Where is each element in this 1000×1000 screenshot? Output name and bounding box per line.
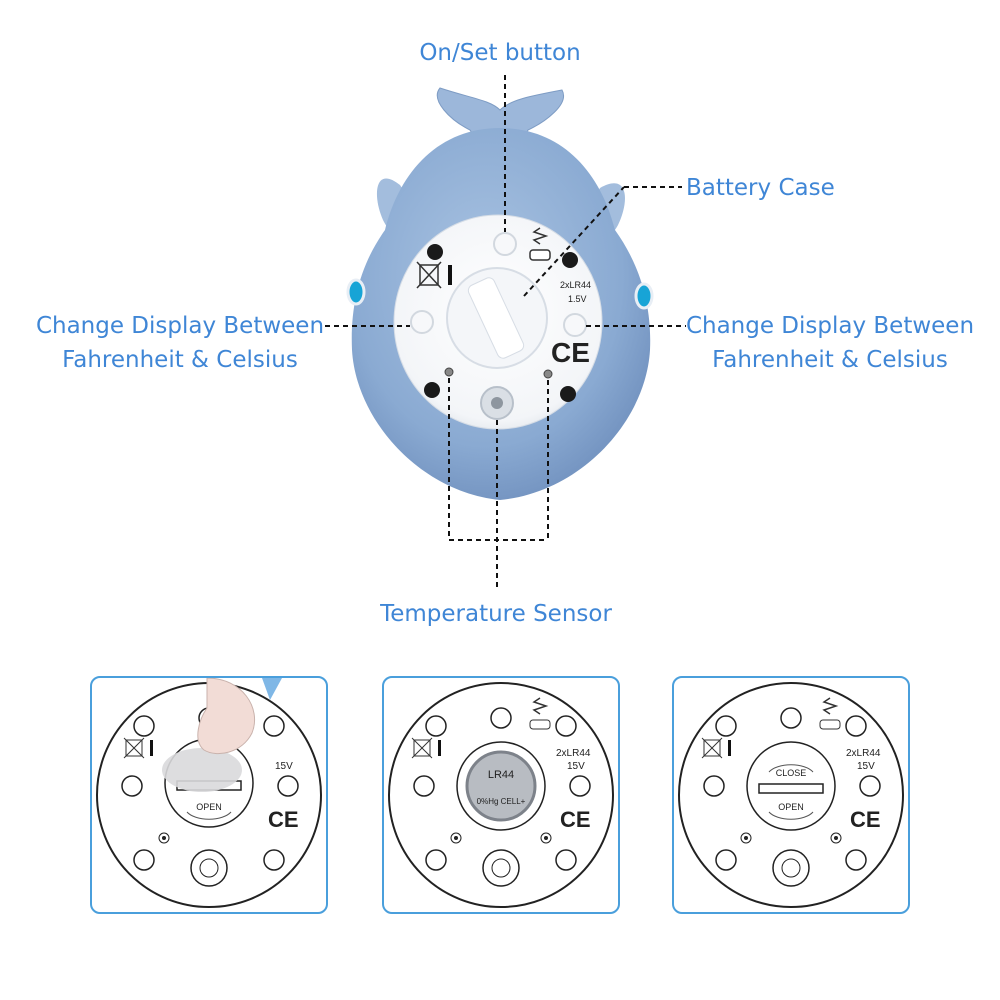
temperature-sensor-label: Temperature Sensor — [380, 601, 612, 627]
device-disposal-icon — [416, 261, 452, 289]
device-ce-mark: CE — [551, 337, 590, 368]
step-panel-remove-cover: OPEN 15V CE — [90, 676, 328, 914]
panel1-voltage: 15V — [275, 761, 293, 772]
left-eye — [346, 278, 366, 306]
panel3-close-label: CLOSE — [776, 768, 807, 778]
left-unit-button — [410, 310, 434, 334]
panel2-battery-label: LR44 — [488, 769, 514, 781]
panel1-ce-mark: CE — [268, 807, 299, 832]
panel1-open-label: OPEN — [196, 802, 222, 812]
panel2-battery-type: 2xLR44 — [556, 748, 591, 759]
right-eye — [634, 282, 654, 310]
on-set-button — [493, 232, 517, 256]
change-display-right-label: Change Display Between Fahrenheit & Cels… — [680, 309, 980, 377]
callout-lines — [325, 75, 686, 590]
panel3-open-label: OPEN — [778, 802, 804, 812]
change-display-left-label: Change Display Between Fahrenheit & Cels… — [30, 309, 330, 377]
panel2-voltage: 15V — [567, 761, 585, 772]
step-panel-insert-battery: LR44 0%Hg CELL+ 2xLR44 15V CE — [382, 676, 620, 914]
panel3-voltage: 15V — [857, 761, 875, 772]
step-panel-close-cover: CLOSE OPEN 2xLR44 15V CE — [672, 676, 910, 914]
right-unit-button — [563, 313, 587, 337]
on-set-button-label: On/Set button — [419, 40, 581, 66]
panel2-ce-mark: CE — [560, 807, 591, 832]
change-display-left-line2: Fahrenheit & Celsius — [62, 347, 298, 373]
device-battery-type: 2xLR44 — [560, 280, 591, 290]
change-display-right-line1: Change Display Between — [685, 313, 975, 339]
finger-icon — [162, 748, 242, 792]
change-display-right-line2: Fahrenheit & Celsius — [712, 347, 948, 373]
change-display-left-line1: Change Display Between — [35, 313, 325, 339]
panel3-battery-type: 2xLR44 — [846, 748, 881, 759]
panel2-battery-ring: 0%Hg CELL+ — [477, 797, 526, 806]
device-battery-icon — [529, 227, 551, 261]
lr44-battery — [465, 750, 537, 822]
panel3-ce-mark: CE — [850, 807, 881, 832]
device-voltage: 1.5V — [568, 294, 587, 304]
battery-case-label: Battery Case — [686, 175, 835, 201]
